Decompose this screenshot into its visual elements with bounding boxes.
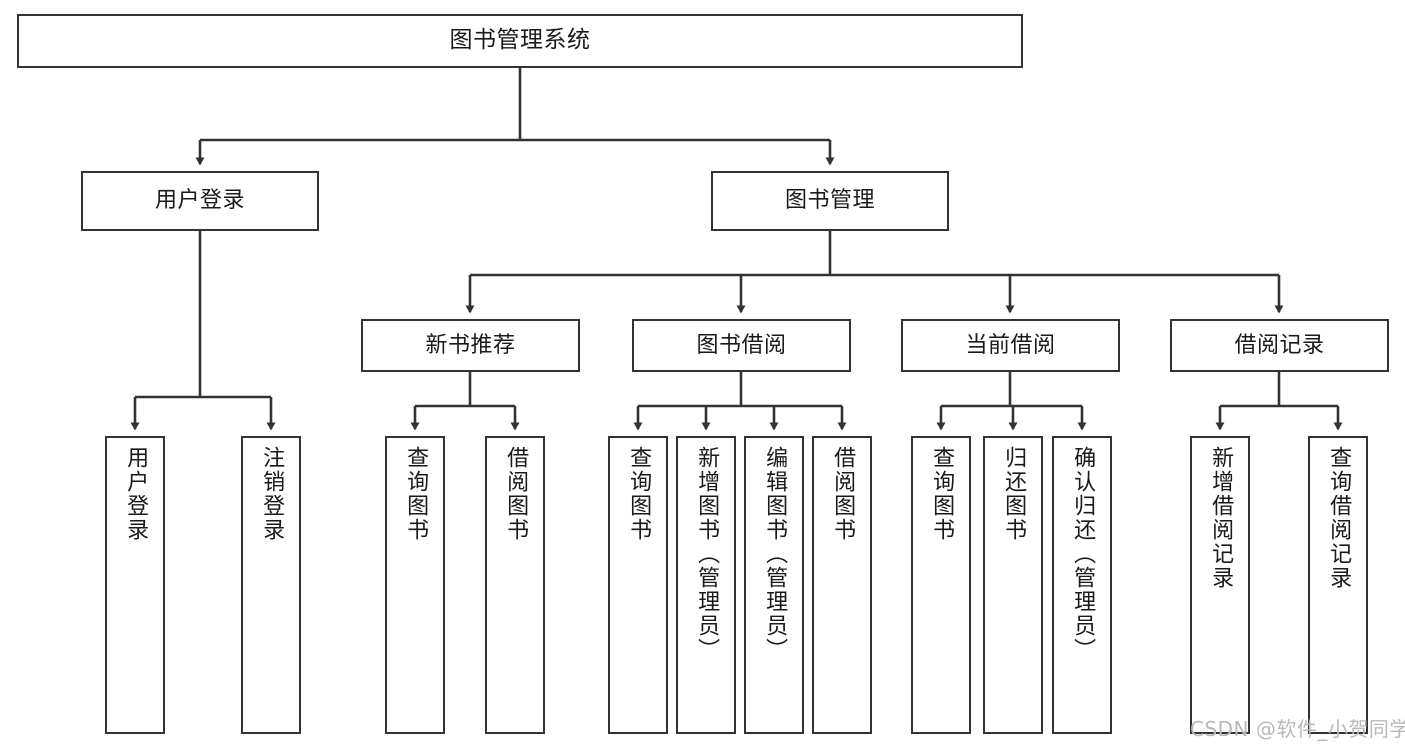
node-leaf-confirm-return[interactable]: 确认归还（管理员）	[1052, 436, 1112, 734]
node-leaf-query-book-1[interactable]: 查询图书	[385, 436, 445, 734]
node-new-book-recommend[interactable]: 新书推荐	[361, 319, 580, 372]
node-leaf-borrow-book-2[interactable]: 借阅图书	[812, 436, 872, 734]
node-leaf-borrow-book-1-label: 借阅图书	[503, 446, 529, 542]
node-leaf-edit-book[interactable]: 编辑图书（管理员）	[744, 436, 804, 734]
node-leaf-logout-label: 注销登录	[259, 446, 285, 542]
node-leaf-return-book[interactable]: 归还图书	[983, 436, 1043, 734]
node-leaf-user-login-label: 用户登录	[123, 446, 149, 542]
node-leaf-query-book-3[interactable]: 查询图书	[911, 436, 971, 734]
node-leaf-confirm-return-label: 确认归还（管理员）	[1070, 446, 1096, 662]
node-leaf-logout[interactable]: 注销登录	[241, 436, 301, 734]
node-leaf-return-book-label: 归还图书	[1001, 446, 1027, 542]
node-leaf-user-login[interactable]: 用户登录	[105, 436, 165, 734]
node-leaf-borrow-book-2-label: 借阅图书	[830, 446, 856, 542]
node-root-label: 图书管理系统	[449, 27, 591, 54]
node-leaf-query-record[interactable]: 查询借阅记录	[1308, 436, 1368, 734]
node-user-login-label: 用户登录	[154, 188, 245, 214]
node-leaf-add-record-label: 新增借阅记录	[1208, 446, 1234, 590]
node-root[interactable]: 图书管理系统	[17, 14, 1023, 68]
node-current-borrow[interactable]: 当前借阅	[901, 319, 1120, 372]
node-leaf-add-record[interactable]: 新增借阅记录	[1190, 436, 1250, 734]
node-leaf-add-book-label: 新增图书（管理员）	[694, 446, 720, 662]
node-leaf-query-book-2-label: 查询图书	[626, 446, 652, 542]
node-book-manage[interactable]: 图书管理	[711, 171, 949, 231]
node-leaf-borrow-book-1[interactable]: 借阅图书	[485, 436, 545, 734]
node-user-login[interactable]: 用户登录	[81, 171, 319, 231]
node-leaf-query-book-2[interactable]: 查询图书	[608, 436, 668, 734]
node-book-borrow-label: 图书借阅	[696, 332, 787, 358]
node-current-borrow-label: 当前借阅	[965, 332, 1056, 358]
node-new-book-recommend-label: 新书推荐	[425, 332, 516, 358]
node-book-borrow[interactable]: 图书借阅	[632, 319, 851, 372]
node-book-manage-label: 图书管理	[784, 188, 875, 214]
node-leaf-edit-book-label: 编辑图书（管理员）	[762, 446, 788, 662]
node-borrow-record[interactable]: 借阅记录	[1170, 319, 1389, 372]
node-leaf-query-record-label: 查询借阅记录	[1326, 446, 1352, 590]
node-leaf-add-book[interactable]: 新增图书（管理员）	[676, 436, 736, 734]
node-leaf-query-book-3-label: 查询图书	[929, 446, 955, 542]
node-leaf-query-book-1-label: 查询图书	[403, 446, 429, 542]
node-borrow-record-label: 借阅记录	[1234, 332, 1325, 358]
